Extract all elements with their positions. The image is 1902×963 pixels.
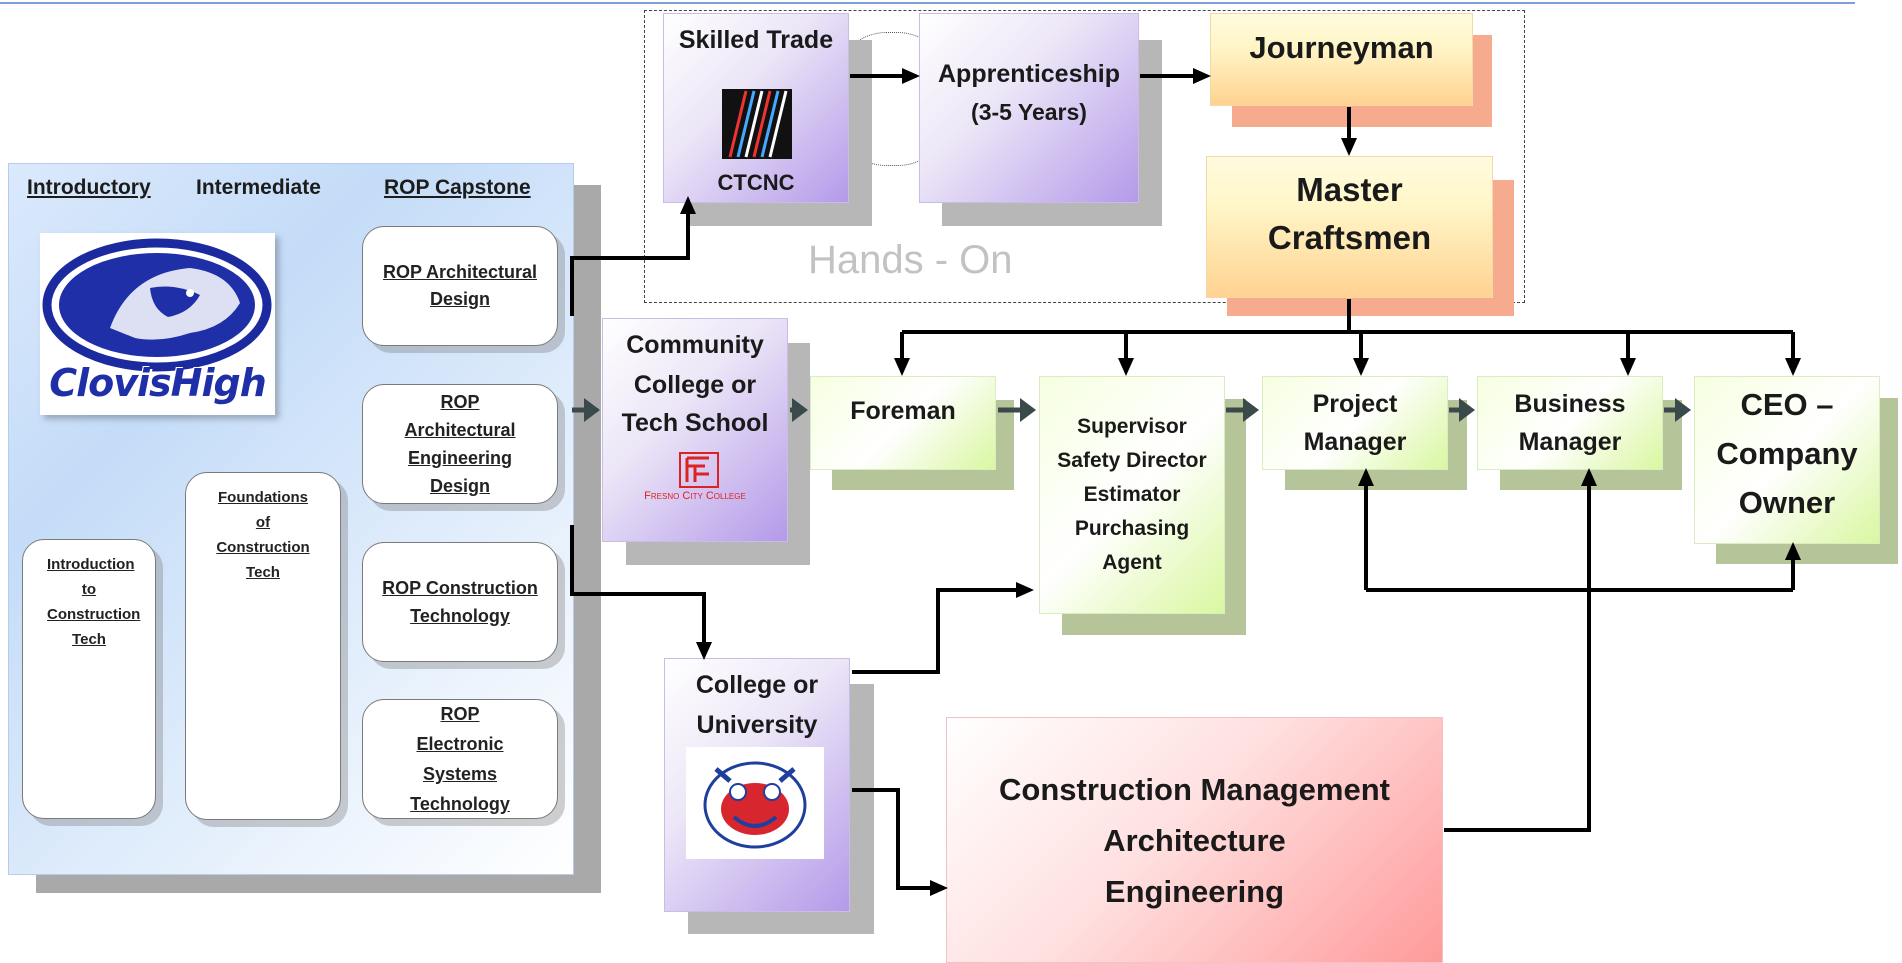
journeyman-label: Journeyman (1249, 30, 1434, 65)
owner-label: Owner (1738, 485, 1836, 520)
journeyman-box: Journeyman (1210, 13, 1473, 106)
community-label: Community (626, 331, 764, 359)
course-rop-electronic-systems-technology: ROP Electronic Systems Technology (362, 699, 558, 819)
business-manager-box: Business Manager (1477, 376, 1663, 470)
architecture-label: Architecture (1103, 823, 1286, 858)
course-rop-architectural-design-label: ROP Architectural Design (382, 262, 538, 309)
purchasing-label: Purchasing (1074, 517, 1190, 540)
course-rop-architectural-design: ROP Architectural Design (362, 226, 558, 346)
course-introduction-to-construction-tech: Introduction to Construction Tech (22, 539, 156, 819)
supervisor-box: Supervisor Safety Director Estimator Pur… (1039, 376, 1225, 614)
column-header-intermediate: Intermediate (196, 176, 321, 199)
fresno-state-logo (686, 747, 824, 859)
column-header-rop-capstone: ROP Capstone (384, 176, 531, 199)
course-rop-electronic-label: ROP Electronic Systems Technology (410, 704, 510, 814)
arrow-degree-to-managers (1444, 592, 1591, 832)
course-foundations-label: Foundations of Construction Tech (216, 489, 310, 581)
university-box: College or University (664, 658, 850, 912)
hands-on-label: Hands - On (808, 238, 1013, 282)
course-rop-construction-label: ROP Construction Technology (382, 578, 538, 626)
foreman-box: Foreman (810, 376, 996, 470)
hands-on-dashed-region (644, 10, 1525, 303)
bulldog-mascot-icon (703, 761, 807, 849)
course-rop-arch-engineering-label: ROP Architectural Engineering Design (404, 392, 516, 496)
supervisor-label: Supervisor (1077, 415, 1187, 438)
safety-director-label: Safety Director (1057, 449, 1207, 472)
community-college-box: Community College or Tech School Fresno … (602, 318, 788, 542)
degree-box: Construction Management Architecture Eng… (946, 717, 1443, 963)
master-label: Master (1296, 171, 1403, 208)
project-manager-box: Project Manager (1262, 376, 1448, 470)
course-foundations-of-construction-tech: Foundations of Construction Tech (185, 472, 341, 820)
course-rop-architectural-engineering-design: ROP Architectural Engineering Design (362, 384, 558, 504)
cougar-logo-icon (42, 238, 272, 372)
business-manager-label: Manager (1518, 428, 1622, 456)
header-rule (0, 2, 1855, 4)
arrow-university-to-supervisor (852, 582, 1034, 674)
chevron-foreman-to-supervisor (1020, 398, 1036, 422)
skilled-trade-box: Skilled Trade CTCNC (663, 13, 849, 203)
clovis-high-logo: ClovisHigh (40, 233, 275, 415)
clovis-high-logo-text: ClovisHigh (49, 361, 267, 405)
fresno-city-college-logo-icon (679, 452, 719, 488)
engineering-label: Engineering (1104, 874, 1285, 909)
ceo-box: CEO – Company Owner (1694, 376, 1880, 544)
college-or-university-label-1: College or (695, 671, 819, 699)
ctcnc-logo-icon (722, 89, 792, 159)
ctcnc-label: CTCNC (717, 170, 795, 195)
agent-label: Agent (1102, 551, 1162, 574)
fresno-city-college-logo-text: Fresno City College (644, 490, 746, 502)
ceo-label: CEO – (1740, 387, 1834, 422)
college-or-university-label-2: University (696, 711, 818, 739)
college-or-label: College or (633, 371, 757, 399)
apprenticeship-label: Apprenticeship (938, 60, 1120, 88)
skilled-trade-label: Skilled Trade (678, 26, 834, 54)
foreman-label: Foreman (850, 397, 956, 425)
estimator-label: Estimator (1083, 483, 1181, 506)
tech-school-label: Tech School (621, 409, 769, 437)
project-manager-label: Manager (1303, 428, 1407, 456)
company-label: Company (1716, 436, 1858, 471)
business-label: Business (1514, 390, 1626, 418)
master-craftsmen-box: Master Craftsmen (1206, 156, 1493, 298)
apprenticeship-box: Apprenticeship (3-5 Years) (919, 13, 1139, 203)
course-rop-construction-technology: ROP Construction Technology (362, 542, 558, 662)
apprenticeship-years-label: (3-5 Years) (971, 99, 1087, 125)
craftsmen-label: Craftsmen (1267, 219, 1432, 256)
construction-management-label: Construction Management (999, 772, 1390, 807)
project-label: Project (1312, 390, 1398, 418)
course-introduction-label: Introduction to Construction Tech (47, 556, 141, 648)
column-header-introductory: Introductory (27, 176, 151, 199)
